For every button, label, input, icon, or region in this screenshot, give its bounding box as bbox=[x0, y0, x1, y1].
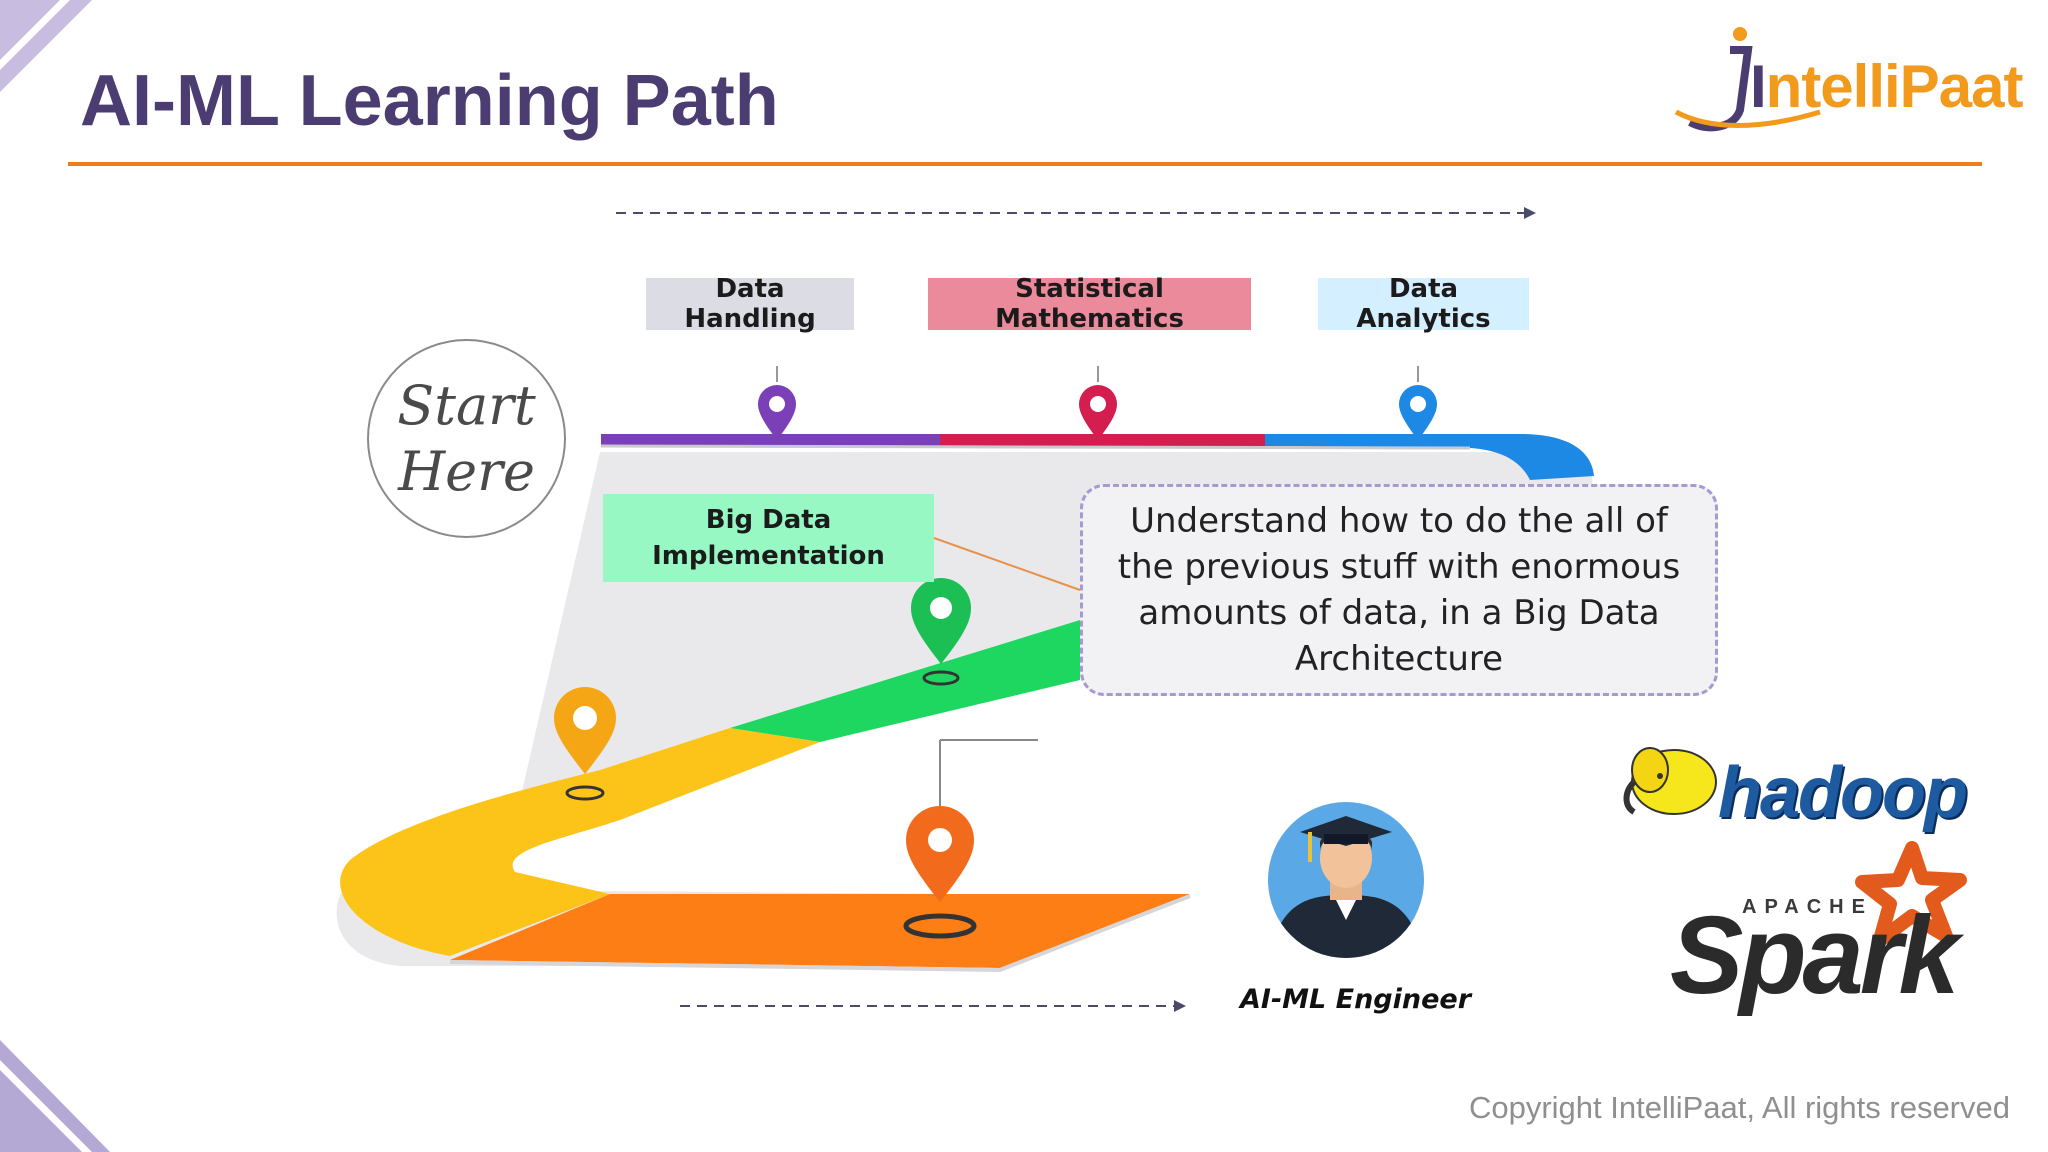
road-segment-yellow bbox=[340, 728, 820, 956]
corner-stripe-top-2 bbox=[0, 0, 70, 70]
logo-initial: I bbox=[1750, 53, 1767, 120]
corner-stripe-bottom bbox=[0, 1040, 110, 1152]
stage-data-handling: Data Handling bbox=[646, 274, 854, 334]
pin-base-green bbox=[922, 670, 960, 686]
page-title: AI-ML Learning Path bbox=[80, 61, 779, 141]
top-arrowhead bbox=[1524, 207, 1536, 219]
pin-base-yellow bbox=[565, 785, 605, 801]
spark-logo-text: Spark bbox=[1670, 894, 1960, 1017]
logo-wordmark: IntelliPaat bbox=[1750, 52, 2024, 121]
hadoop-logo-text: hadoop bbox=[1718, 753, 1968, 833]
leader-line-big-data bbox=[933, 537, 1081, 591]
title-underline bbox=[68, 162, 1982, 166]
map-pin-icon bbox=[1399, 385, 1437, 440]
spark-star-icon bbox=[1855, 841, 1967, 947]
road-segment-purple bbox=[601, 434, 940, 446]
big-data-line2: Implementation bbox=[652, 541, 885, 571]
pin-base-orange bbox=[903, 913, 977, 939]
road-edge-bottom bbox=[449, 894, 1191, 973]
map-pin-icon bbox=[554, 687, 616, 774]
road-edge-top bbox=[600, 444, 1471, 450]
goal-label: AI-ML Engineer bbox=[1240, 984, 1472, 1015]
copyright-footer: Copyright IntelliPaat, All rights reserv… bbox=[1468, 1090, 2010, 1125]
corner-stripe-bottom-2 bbox=[0, 1060, 92, 1152]
start-here-line2: Here bbox=[398, 439, 535, 503]
road-segment-crimson bbox=[940, 434, 1265, 446]
graduate-avatar-icon bbox=[1268, 802, 1424, 958]
stage-big-data-implementation: Big Data Implementation bbox=[603, 494, 934, 582]
big-data-callout: Understand how to do the all of the prev… bbox=[1080, 484, 1718, 696]
intellipaat-logo-icon bbox=[1674, 27, 1821, 132]
bottom-arrowhead bbox=[1174, 1000, 1186, 1012]
map-pin-icon bbox=[758, 385, 796, 440]
stage-data-analytics: Data Analytics bbox=[1318, 274, 1529, 334]
map-pin-icon bbox=[911, 578, 971, 664]
logo-text: ntelliPaat bbox=[1765, 53, 2024, 120]
road-segment-blue bbox=[1265, 434, 1594, 480]
map-pin-icon bbox=[1079, 385, 1117, 440]
stage-statistical-mathematics: Statistical Mathematics bbox=[928, 274, 1251, 334]
road-segment-orange bbox=[450, 894, 1190, 968]
start-here-badge: Start Here bbox=[367, 339, 566, 538]
apache-label: APACHE bbox=[1742, 896, 1873, 918]
map-pin-icon bbox=[906, 806, 974, 902]
intellipaat-logo: IntelliPaat bbox=[1672, 22, 2023, 140]
big-data-line1: Big Data bbox=[705, 505, 832, 535]
start-here-line1: Start bbox=[397, 373, 536, 437]
corner-stripe-top bbox=[0, 0, 92, 92]
hadoop-elephant-icon bbox=[1623, 747, 1717, 815]
road-segment-green bbox=[730, 620, 1080, 742]
